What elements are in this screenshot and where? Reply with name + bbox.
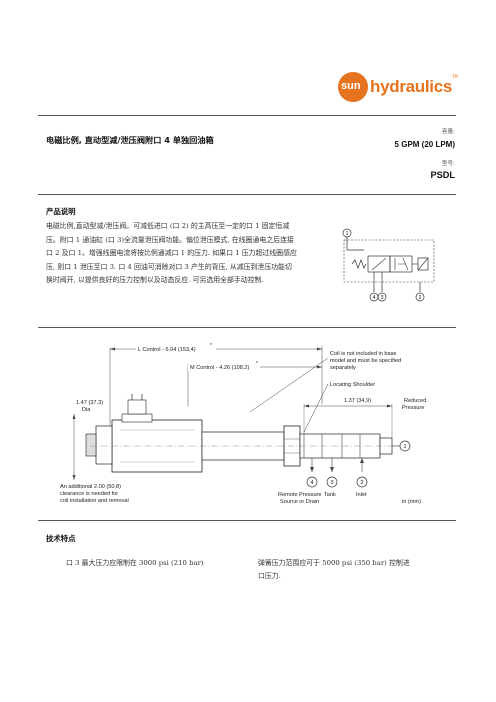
- reduced-label: Reduced: [404, 398, 426, 404]
- note-marker: *: [256, 361, 258, 367]
- logo-sun-circle-icon: [338, 72, 368, 102]
- dim-arrow-icon: [72, 475, 76, 480]
- port-arrow-icon: [310, 467, 314, 472]
- dim-label-bg: [136, 344, 216, 353]
- port-arrow-icon: [330, 467, 334, 472]
- manual-override: [85, 433, 97, 457]
- coil-connector-plug: [127, 399, 147, 415]
- m-control-label: M Control - 4.26 (108,2): [190, 365, 250, 371]
- feature-item-line: 弹簧压力范围应可于 5000 psi (350 bar) 控制进: [258, 559, 410, 567]
- symbol-arrow-icon: [371, 257, 387, 271]
- port-4-circle: [306, 476, 318, 488]
- description-text: 电磁比例,直动型减/泄压阀。可减低进口 (口 2) 的主高压至一定的口 1 固定…: [46, 220, 332, 288]
- dim-arrow-icon: [304, 404, 309, 408]
- coil-connector: [121, 413, 153, 423]
- page-title: 电磁比例, 直动型减/泄压阀附口 4 单独回油箱: [46, 135, 214, 145]
- divider-features: [38, 520, 456, 521]
- divider-top: [38, 115, 456, 116]
- divider-drawing-top: [38, 327, 456, 328]
- dia-label: Dia: [82, 407, 91, 413]
- footnote-line: An additional 2.00 (50,8): [60, 484, 121, 490]
- dim-arrow-icon: [317, 365, 322, 369]
- feature-item: 弹簧压力范围应可于 5000 psi (350 bar) 控制进 口压力.: [258, 557, 458, 584]
- port-arrow-icon: [360, 458, 364, 463]
- dimension-drawing: L Control - 6.04 (153,4) * M Control - 4…: [60, 343, 426, 505]
- description-line: 压。附口 1 通油缸 (口 3)全流量泄压阀功能。偏位泄压模式, 在线圈通电之后…: [46, 235, 294, 244]
- port-2-circle: [356, 476, 368, 488]
- note-marker: *: [210, 343, 212, 349]
- dim-137-label: 1.37 (34,9): [344, 398, 371, 404]
- sun-hydraulics-logo: sun hydraulics TM: [338, 72, 458, 102]
- coil-leader-line: [249, 357, 329, 413]
- capacity-value: 5 GPM (20 LPM): [394, 140, 455, 149]
- coil-cap: [95, 425, 113, 465]
- port-4-label: 4: [310, 480, 314, 486]
- description-heading: 产品说明: [46, 207, 76, 216]
- symbol-envelope: [343, 239, 435, 283]
- logo-word-text: hydraulics: [370, 77, 453, 96]
- units-label: in (mm): [402, 499, 421, 505]
- description-line: 口 2 及口 1。增强线圈电流将按比例通减口 1 的压力. 如果口 1 压力超过…: [46, 249, 297, 258]
- logo-sun-text: sun: [341, 80, 361, 92]
- source-drain-label: Source or Drain: [280, 499, 319, 505]
- tank-label: Tank: [324, 492, 336, 498]
- description-line: 压, 则口 1 泄压至口 3. 口 4 回油可消除对口 3 产生的背压, 从减压…: [46, 262, 292, 271]
- shoulder-leader-line: [303, 383, 329, 433]
- dim-arrow-icon: [317, 347, 322, 351]
- coil-note-line: separately: [330, 365, 356, 371]
- divider-title: [38, 194, 456, 195]
- symbol-port-top-label: 1: [345, 231, 348, 237]
- symbol-solenoid-diagonal: [417, 257, 429, 271]
- inlet-label: Inlet: [356, 492, 367, 498]
- footnote-line: clearance is needed for: [60, 491, 118, 497]
- symbol-port-label: 2: [418, 295, 421, 301]
- l-control-label: L Control - 6.04 (153,4): [138, 347, 196, 353]
- port-3-label: 3: [330, 480, 333, 486]
- port-1-label: 1: [403, 444, 406, 450]
- hydraulic-symbol: 1 4 3 2: [342, 228, 435, 302]
- locating-shoulder-label: Locating Shoulder: [330, 382, 375, 388]
- port-3-circle: [326, 476, 338, 488]
- logo-tm-mark: TM: [452, 74, 458, 79]
- symbol-port-circle: [415, 292, 425, 302]
- model-value: PSDL: [430, 170, 455, 180]
- coil-note-line: model and must be specified: [330, 358, 401, 364]
- dim-arrow-icon: [72, 414, 76, 419]
- footnote-line: coil installation and removal: [60, 498, 129, 504]
- description-line: 电磁比例,直动型减/泄压阀。可减低进口 (口 2) 的主高压至一定的口 1 固定…: [46, 222, 290, 230]
- symbol-spring-icon: [351, 259, 367, 269]
- symbol-port-circle: [377, 292, 387, 302]
- dim-arrow-icon: [110, 347, 115, 351]
- description-line: 换时阀开, 以提供良好的压力控制以及动态反应. 可另选用全部手动控制.: [46, 276, 264, 285]
- capacity-label: 容量:: [441, 129, 455, 135]
- dim-label-bg: [188, 362, 260, 371]
- pressure-label: Pressure: [402, 405, 424, 411]
- coil-note-line: Coil is not included in base: [330, 351, 397, 357]
- symbol-port-label: 3: [380, 295, 383, 301]
- symbol-port-label: 4: [372, 295, 375, 301]
- dim-arrow-icon: [387, 404, 392, 408]
- dia-value: 1.47 (37,3): [76, 400, 103, 406]
- feature-item: 口 3 最大压力应限制在 3000 psi (210 bar): [66, 559, 204, 567]
- remote-pressure-label: Remote Pressure: [278, 492, 322, 498]
- features-heading: 技术特点: [46, 534, 76, 543]
- model-label: 型号:: [441, 161, 455, 167]
- port-1-circle: [399, 440, 411, 452]
- port-2-label: 2: [360, 480, 363, 486]
- feature-item-line: 口压力.: [258, 572, 281, 581]
